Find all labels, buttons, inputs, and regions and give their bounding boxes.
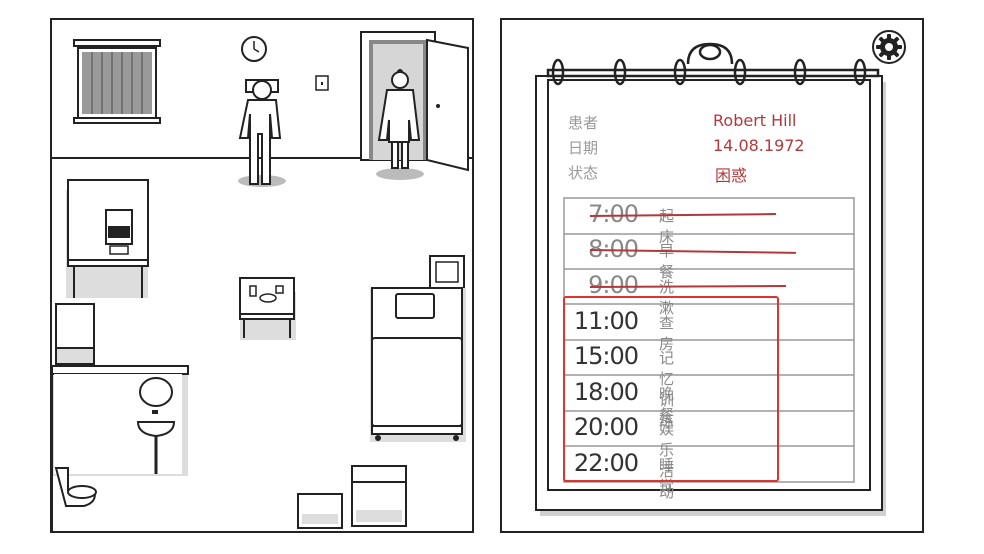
schedule-task: 晚餐 bbox=[659, 385, 675, 424]
schedule-time: 18:00 bbox=[573, 378, 639, 406]
patient-status: 困惑 bbox=[715, 166, 748, 185]
bed[interactable] bbox=[370, 287, 466, 442]
room-scene bbox=[50, 18, 474, 533]
gear-icon bbox=[872, 30, 906, 64]
patient-birthdate: 14.08.1972 bbox=[713, 136, 805, 155]
remaining-tasks-highlight bbox=[563, 296, 779, 482]
patient-label: 患者 bbox=[568, 114, 599, 132]
nurse-figure[interactable] bbox=[376, 69, 424, 180]
schedule-task: 查房 bbox=[659, 314, 675, 353]
schedule-time: 22:00 bbox=[573, 449, 639, 477]
schedule-time: 20:00 bbox=[573, 413, 639, 441]
floor-boxes[interactable] bbox=[297, 465, 407, 529]
bathroom[interactable] bbox=[52, 303, 189, 531]
schedule-time: 8:00 bbox=[588, 235, 639, 263]
patient-name: Robert Hill bbox=[713, 111, 797, 130]
schedule-task: 娱乐活动 bbox=[659, 420, 675, 501]
settings-button[interactable] bbox=[872, 30, 906, 64]
table[interactable] bbox=[239, 277, 296, 340]
schedule-task: 记忆训练 bbox=[659, 349, 675, 430]
date-label: 日期 bbox=[568, 139, 599, 157]
room-illustration bbox=[52, 31, 472, 531]
schedule-time: 11:00 bbox=[573, 307, 639, 335]
schedule-panel: 患者 日期 状态 Robert Hill 14.08.1972 困惑 7:00 … bbox=[500, 18, 924, 533]
wall-clock-icon bbox=[241, 36, 267, 62]
schedule-time: 15:00 bbox=[573, 342, 639, 370]
cabinet[interactable] bbox=[66, 179, 149, 298]
status-label: 状态 bbox=[568, 164, 599, 182]
patient-figure[interactable] bbox=[238, 79, 286, 187]
notepad-illustration bbox=[535, 42, 886, 516]
notepad-rings bbox=[546, 42, 880, 86]
window bbox=[73, 39, 161, 124]
